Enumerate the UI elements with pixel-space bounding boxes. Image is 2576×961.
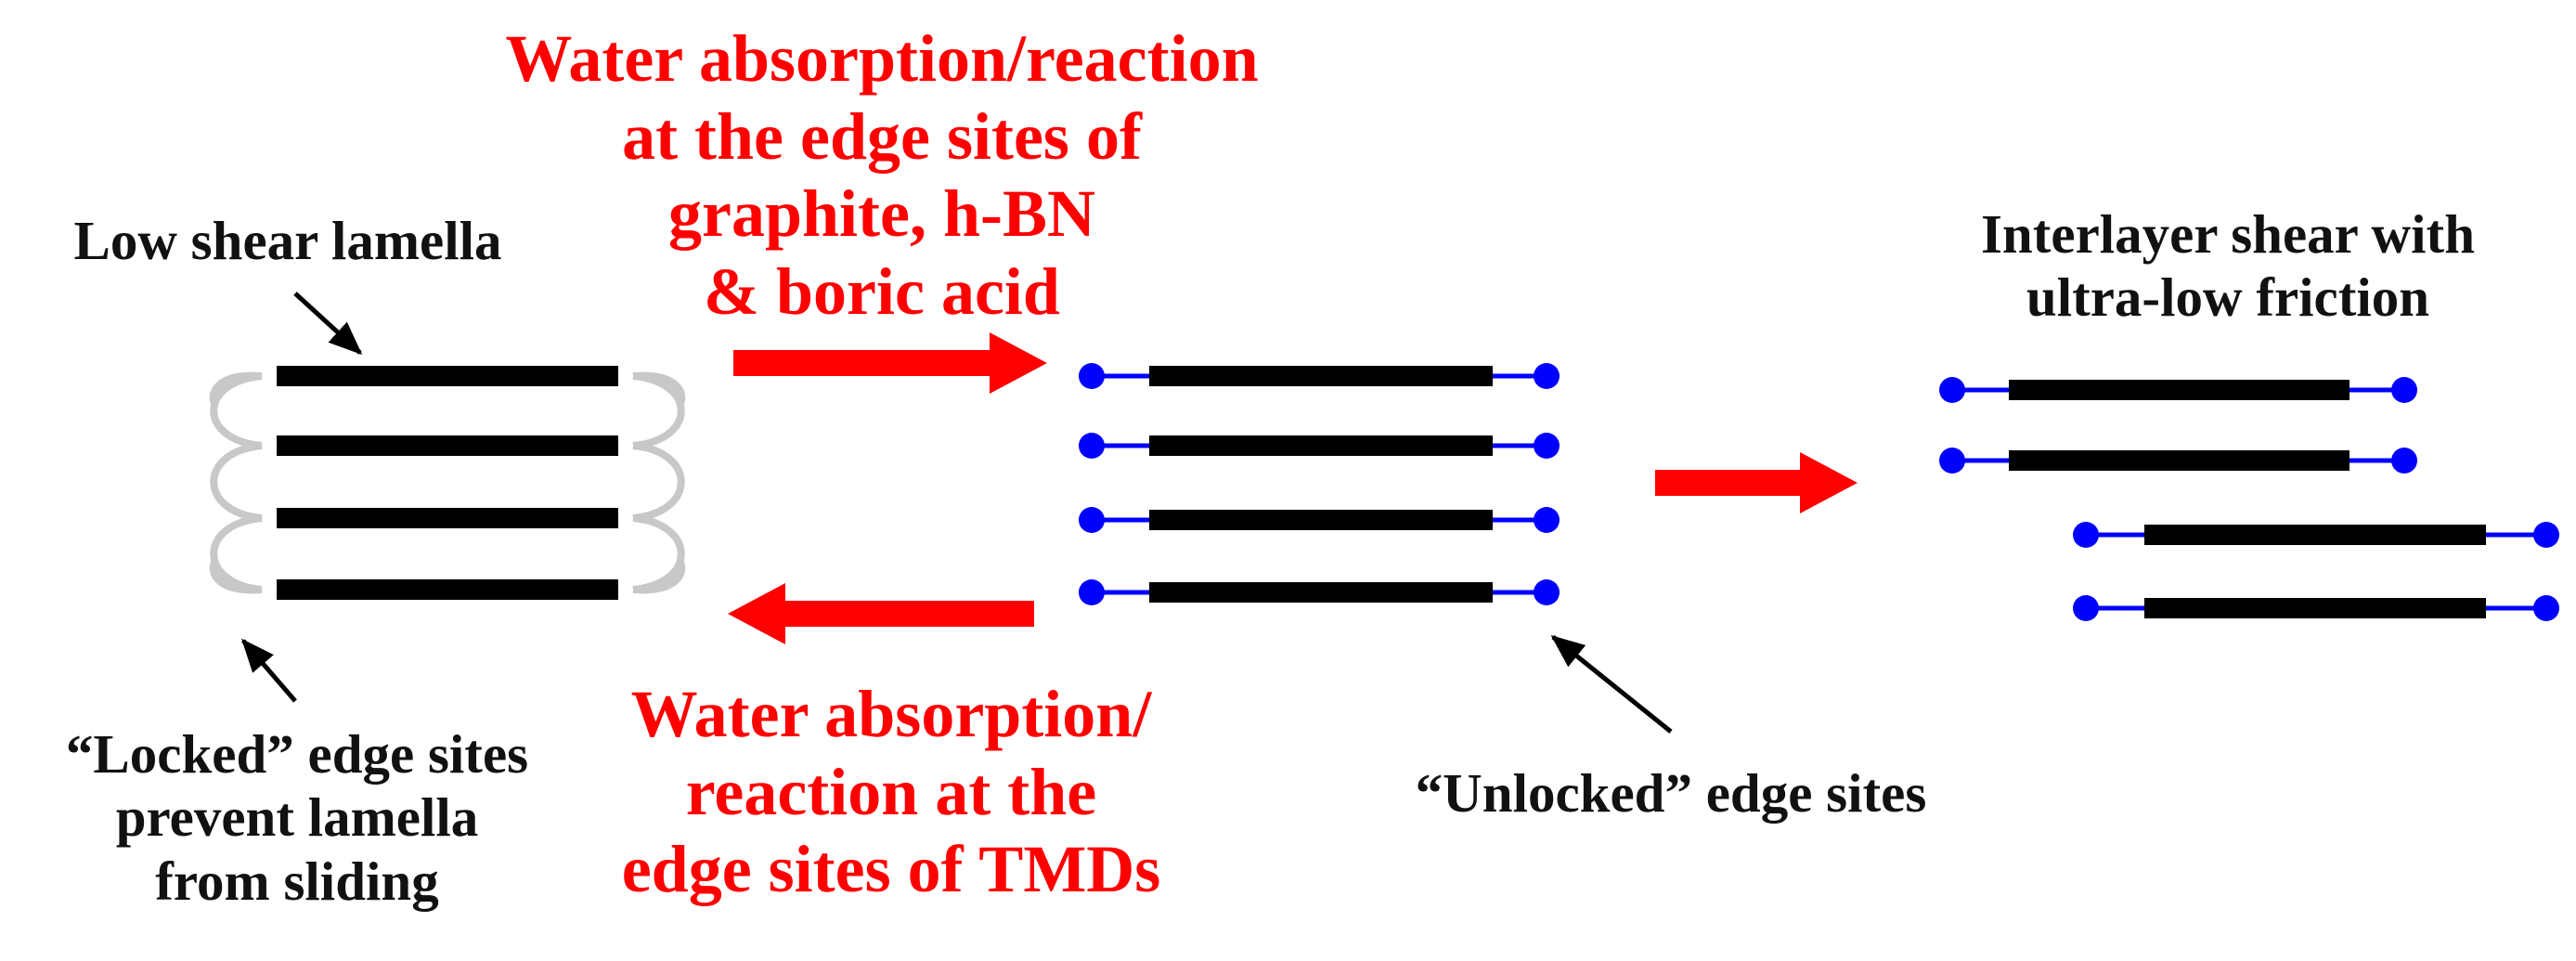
unlocked-edge-site xyxy=(1079,363,1105,389)
sheared-lamella-stack xyxy=(1939,377,2559,621)
lamella-layer xyxy=(1149,510,1493,530)
lamella-layer xyxy=(277,366,618,386)
unlocked-edge-site xyxy=(1079,507,1105,533)
forward-reaction-label: Water absorption/reaction at the edge si… xyxy=(505,21,1259,329)
locked-edge-bond xyxy=(632,514,685,593)
locked-edge-sites-label: “Locked” edge sites prevent lamella from… xyxy=(65,723,529,912)
unlocked-edge-site xyxy=(2533,522,2559,548)
locked-edge-bond xyxy=(210,372,263,449)
lamella-layer xyxy=(277,579,618,600)
unlocked-edge-site xyxy=(1079,433,1105,459)
low-shear-lamella-label: Low shear lamella xyxy=(73,210,502,271)
locked-edge-bond xyxy=(209,371,263,407)
locked-edge-bond xyxy=(632,559,686,594)
lamella-layer xyxy=(2144,598,2486,618)
unlocked-edge-site xyxy=(2533,595,2559,621)
unlocked-edge-site xyxy=(1534,579,1560,605)
locked-edge-bond xyxy=(632,372,685,449)
reverse-reaction-arrow xyxy=(728,583,1034,644)
lamella-pointer-arrow xyxy=(293,292,363,356)
unlocked-edge-site xyxy=(1534,363,1560,389)
locked-edge-bond xyxy=(210,514,263,593)
lamella-layer xyxy=(2144,525,2486,545)
unlocked-edge-site xyxy=(1939,377,1965,403)
locked-edge-bond xyxy=(632,371,686,407)
unlocked-edge-site xyxy=(1534,433,1560,459)
lamella-layer xyxy=(1149,366,1493,386)
locked-edge-pointer-arrow xyxy=(241,638,297,703)
unlocked-edge-site xyxy=(2073,522,2099,548)
lamella-layer xyxy=(1149,582,1493,603)
locked-edge-bond xyxy=(632,442,685,522)
unlocked-edge-site xyxy=(1939,448,1965,474)
lamella-layer xyxy=(277,435,618,456)
lamella-layer xyxy=(1149,435,1493,456)
locked-edge-bond xyxy=(209,559,263,594)
unlocked-edge-site xyxy=(1079,579,1105,605)
unlocked-edge-site xyxy=(2391,377,2417,403)
reverse-reaction-label: Water absorption/ reaction at the edge s… xyxy=(621,677,1161,907)
unlocked-edge-site xyxy=(1534,507,1560,533)
lamella-layer xyxy=(2009,450,2349,471)
unlocked-edge-sites-label: “Unlocked” edge sites xyxy=(1415,762,1927,824)
unlocked-lamella-stack xyxy=(1079,363,1560,605)
shear-arrow xyxy=(1655,452,1858,513)
lamella-layer xyxy=(2009,380,2349,400)
unlocked-edge-site xyxy=(2391,448,2417,474)
interlayer-shear-label: Interlayer shear with ultra-low friction xyxy=(1980,203,2476,329)
locked-lamella-stack xyxy=(209,366,686,600)
forward-reaction-arrow xyxy=(733,332,1047,394)
unlocked-edge-site xyxy=(2073,595,2099,621)
unlocked-edge-pointer-arrow xyxy=(1550,635,1673,734)
lamella-layer xyxy=(277,508,618,528)
locked-edge-bond xyxy=(210,442,263,522)
